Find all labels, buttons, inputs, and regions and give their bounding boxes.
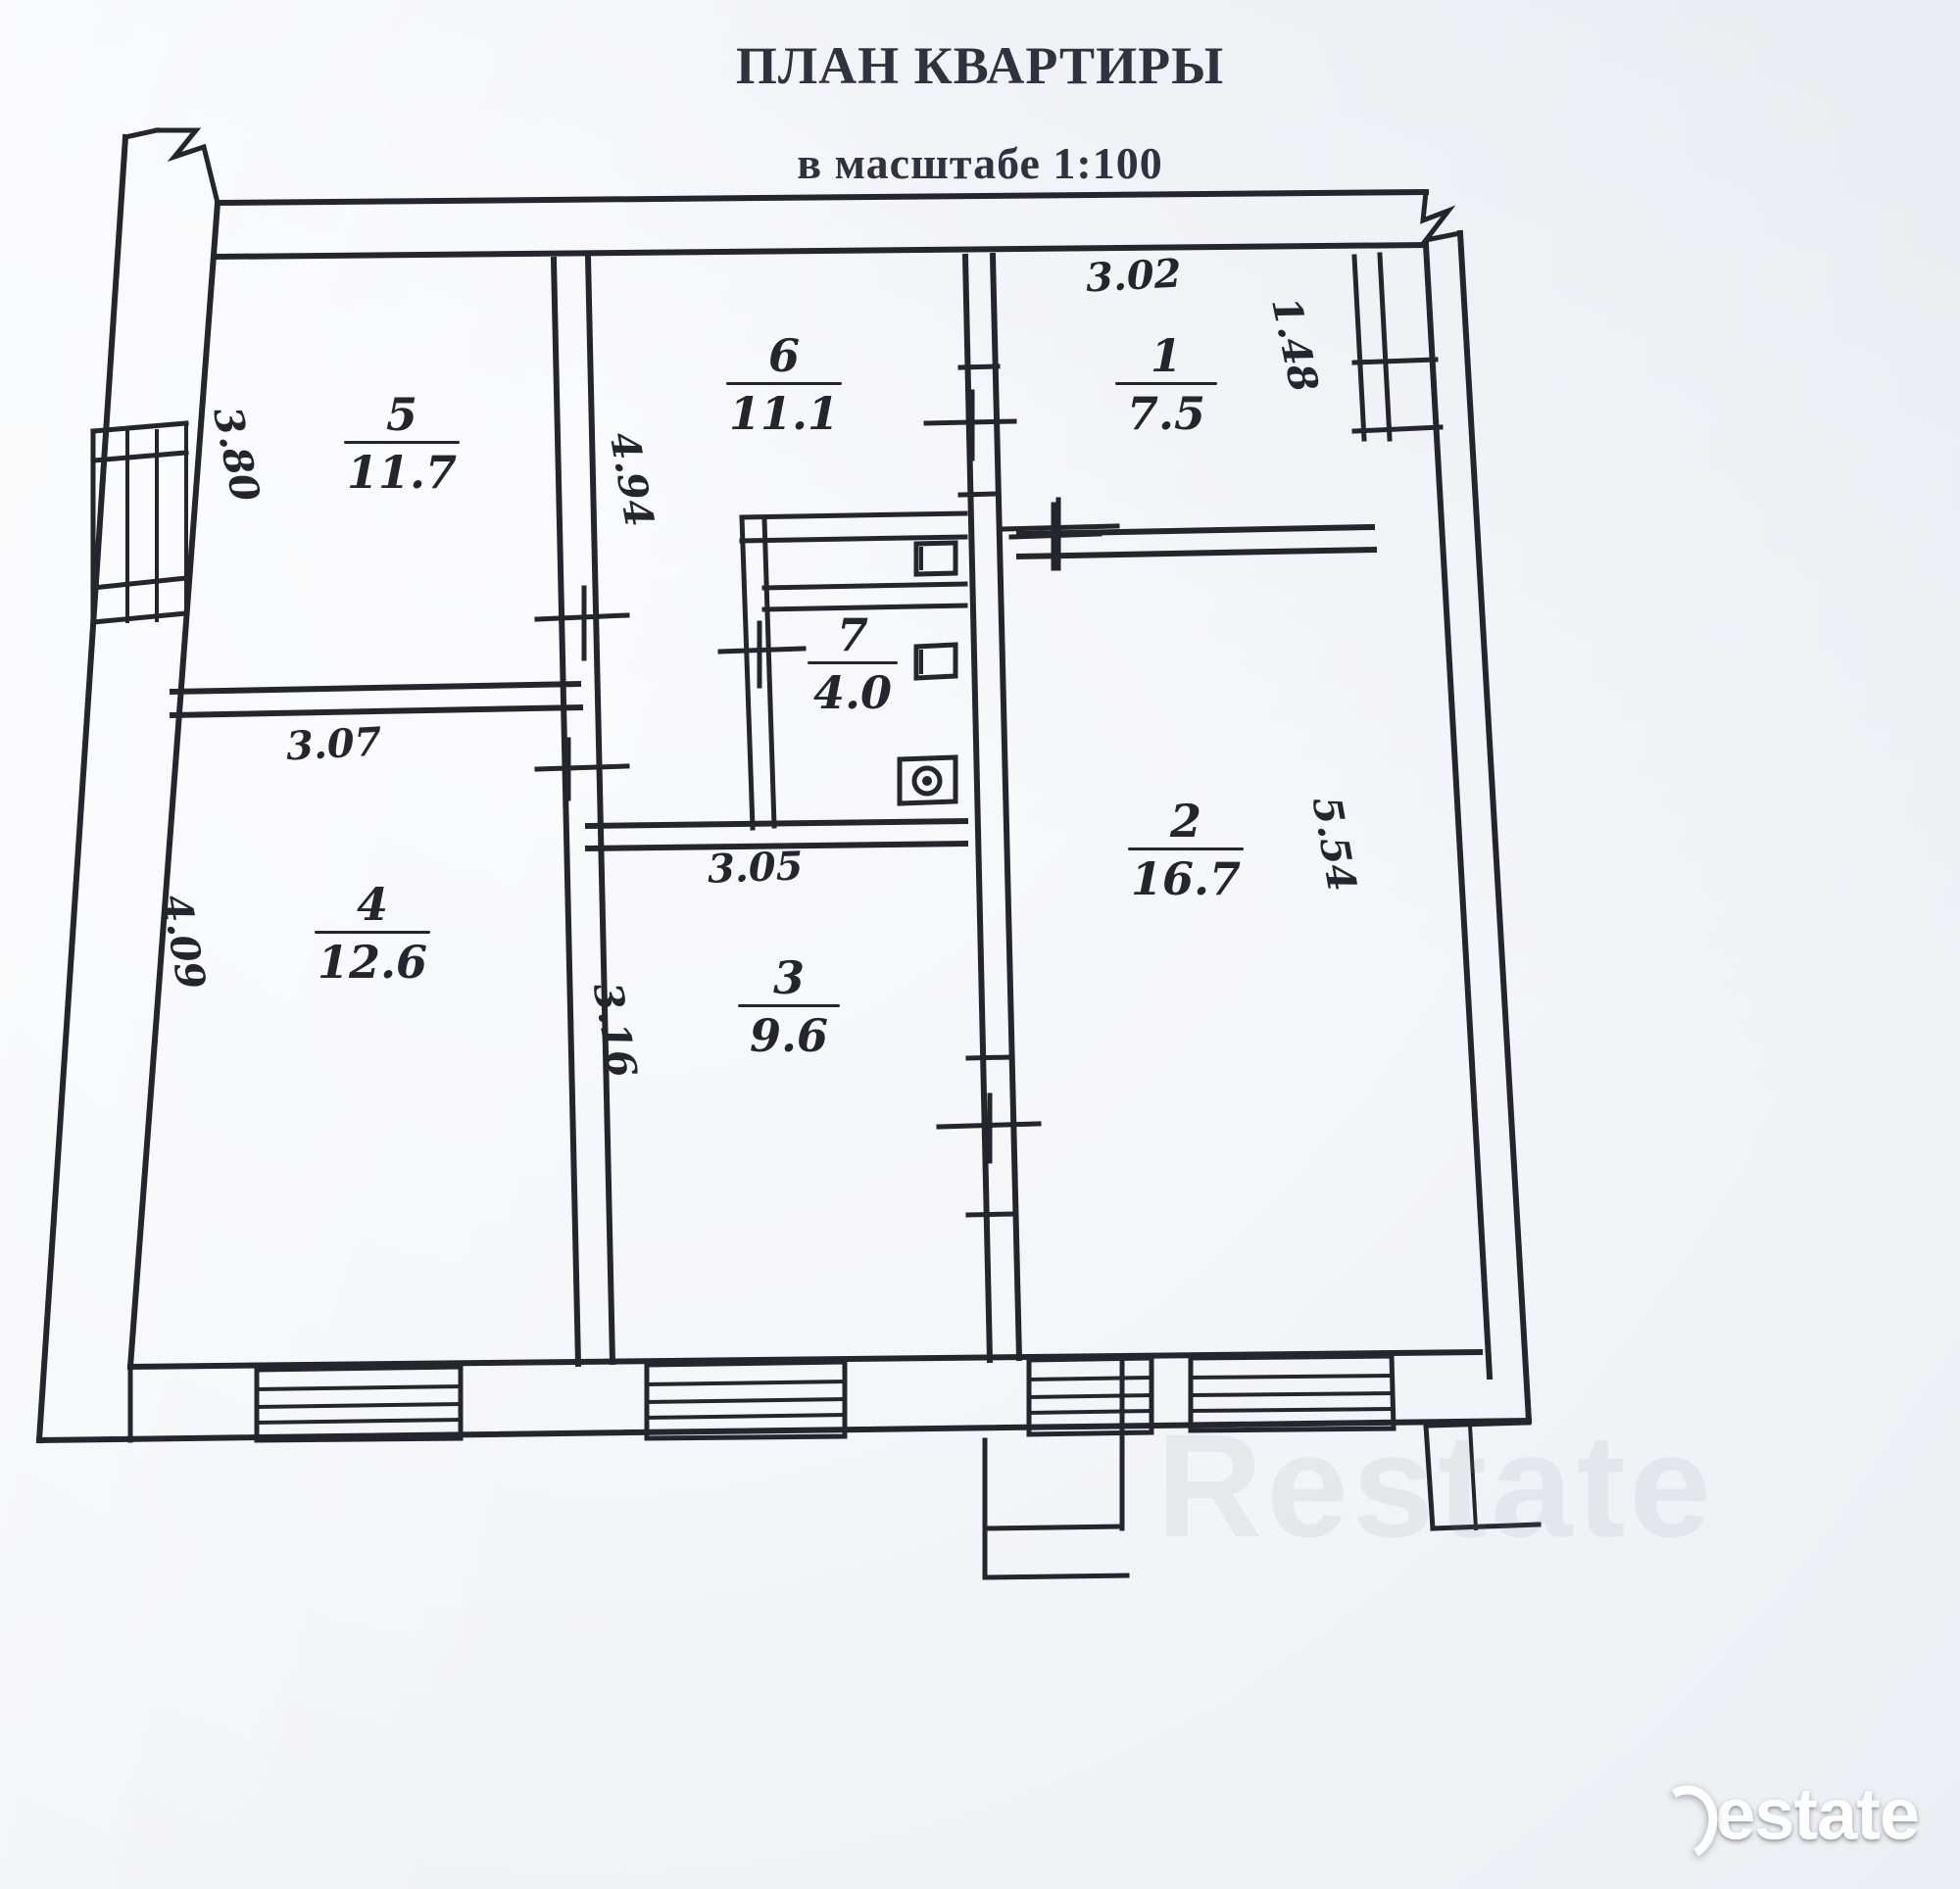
room-divider [344,441,460,444]
room-number-4: 4 [356,878,388,931]
room-divider [315,931,430,934]
room-area-5: 11.7 [346,446,458,499]
room-area-4: 12.6 [317,936,428,989]
dimension-left-middle: 3.07 [284,718,383,770]
room-label-7: 7 4.0 [774,612,931,715]
page-title: ПЛАН КВАРТИРЫ [735,36,1225,95]
room-area-7: 4.0 [812,666,893,719]
dimension-center-middle: 3.05 [707,843,805,893]
room-divider [738,1004,840,1007]
room-number-3: 3 [772,951,805,1004]
room-label-5: 5 11.7 [294,392,510,495]
room-area-1: 7.5 [1126,387,1206,440]
room-label-2: 2 16.7 [1078,799,1294,901]
room-area-3: 9.6 [749,1009,829,1062]
room-area-2: 16.7 [1130,852,1242,905]
room-label-1: 1 7.5 [1068,333,1264,436]
room-area-6: 11.1 [728,387,840,440]
room-number-1: 1 [1150,329,1182,382]
dimension-top-right: 3.02 [1084,250,1183,302]
room-number-2: 2 [1169,795,1201,848]
room-divider [1128,848,1244,850]
room-number-7: 7 [836,608,868,661]
room-label-6: 6 11.1 [676,333,892,436]
room-divider [1115,382,1217,385]
room-divider [726,382,842,385]
room-label-4: 4 12.6 [265,882,480,985]
room-number-6: 6 [767,329,800,382]
room-number-5: 5 [385,388,417,441]
room-label-3: 3 9.6 [686,955,892,1058]
page-subtitle-scale: в масштабе 1:100 [797,138,1163,188]
room-divider [808,661,898,664]
